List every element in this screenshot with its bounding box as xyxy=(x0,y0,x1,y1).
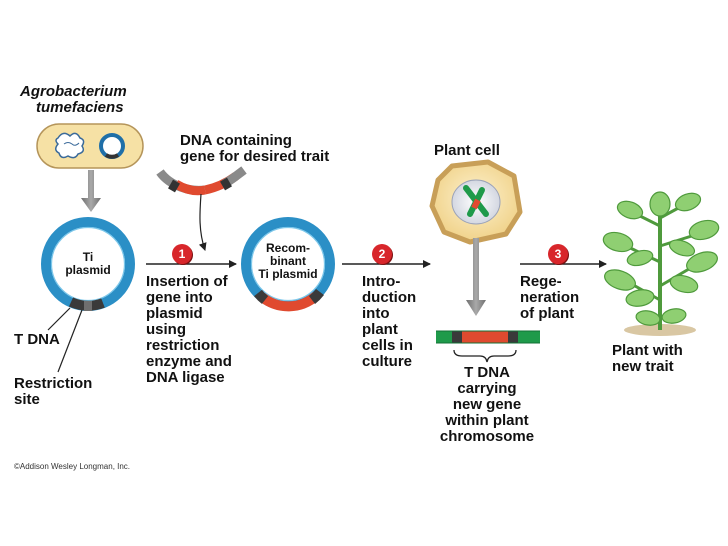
step-3-line: neration xyxy=(520,289,580,306)
step-1-line: plasmid xyxy=(146,305,203,322)
plant-chromosome xyxy=(436,330,540,344)
t-dna-carrying-line: new gene xyxy=(452,396,522,413)
restriction-label-line2: site xyxy=(14,391,40,408)
copyright-credit: ©Addison Wesley Longman, Inc. xyxy=(14,462,131,471)
dna-label: DNA containing gene for desired trait xyxy=(180,133,329,165)
dna-label-line1: DNA containing xyxy=(180,132,292,149)
step-1-badge: 1 xyxy=(172,244,192,264)
plant-cell-label: Plant cell xyxy=(434,142,500,159)
plant-cell xyxy=(429,159,523,245)
t-dna-carrying-line: carrying xyxy=(457,380,517,397)
step-1-line: DNA ligase xyxy=(146,369,225,386)
ti-plasmid xyxy=(41,217,135,311)
step-2-text: Intro- duction into plant cells in cultu… xyxy=(362,274,416,370)
t-dna-carrying-line: within plant xyxy=(445,412,529,429)
restriction-label-line1: Restriction xyxy=(14,375,93,392)
step-1-line: enzyme and xyxy=(146,353,232,370)
step-1-text: Insertion of gene into plasmid using res… xyxy=(146,274,232,386)
step-2-line: duction xyxy=(362,289,417,306)
t-dna-carrying-line: T DNA xyxy=(464,364,510,381)
ti-plasmid-label: Ti plasmid xyxy=(58,251,118,277)
ti-plasmid-label-line2: plasmid xyxy=(65,263,111,277)
organism-label: Agrobacterium tumefaciens xyxy=(20,84,127,116)
step-1-line: Insertion of xyxy=(146,273,228,290)
agrobacterium-cell xyxy=(36,123,144,169)
dna-label-line2: gene for desired trait xyxy=(180,148,330,165)
step-2-line: cells in xyxy=(362,337,413,354)
plant-with-line2: new trait xyxy=(612,358,674,375)
step-1-line: using xyxy=(146,321,186,338)
t-dna-brace xyxy=(453,349,517,363)
step-2-line: into xyxy=(362,305,390,322)
t-dna-label: T DNA xyxy=(14,331,60,348)
recombinant-label-line2: binant xyxy=(270,254,306,268)
step-3-line: Rege- xyxy=(520,273,562,290)
recombinant-label-line3: Ti plasmid xyxy=(258,267,318,281)
dna-fragment xyxy=(156,166,247,196)
restriction-site-label: Restriction site xyxy=(14,376,92,408)
step-1-line: gene into xyxy=(146,289,213,306)
step-3-line: of plant xyxy=(520,305,575,322)
step-3-badge: 3 xyxy=(548,244,568,264)
ti-plasmid-label-line1: Ti xyxy=(82,250,94,264)
recombinant-plasmid-label: Recom- binant Ti plasmid xyxy=(254,242,322,281)
step-2-line: Intro- xyxy=(362,273,401,290)
plant-with-new-trait-label: Plant with new trait xyxy=(612,343,683,375)
step-2-line: culture xyxy=(362,353,413,370)
step-2-line: plant xyxy=(362,321,398,338)
recombinant-label-line1: Recom- xyxy=(265,241,310,255)
gray-arrow-to-chromosome xyxy=(466,238,486,316)
step-3-text: Rege- neration of plant xyxy=(520,274,579,322)
organism-label-line1: Agrobacterium xyxy=(20,83,127,100)
t-dna-carrying-line: chromosome xyxy=(439,428,535,445)
recombinant-plasmid xyxy=(241,217,335,312)
organism-label-line2: tumefaciens xyxy=(36,99,124,116)
step-1-line: restriction xyxy=(146,337,220,354)
step-2-badge: 2 xyxy=(372,244,392,264)
t-dna-carrying-label: T DNA carrying new gene within plant chr… xyxy=(416,365,558,445)
gray-arrow-to-plasmid xyxy=(81,170,101,212)
plant-with-line1: Plant with xyxy=(612,342,683,359)
transgenic-plant xyxy=(602,191,720,336)
